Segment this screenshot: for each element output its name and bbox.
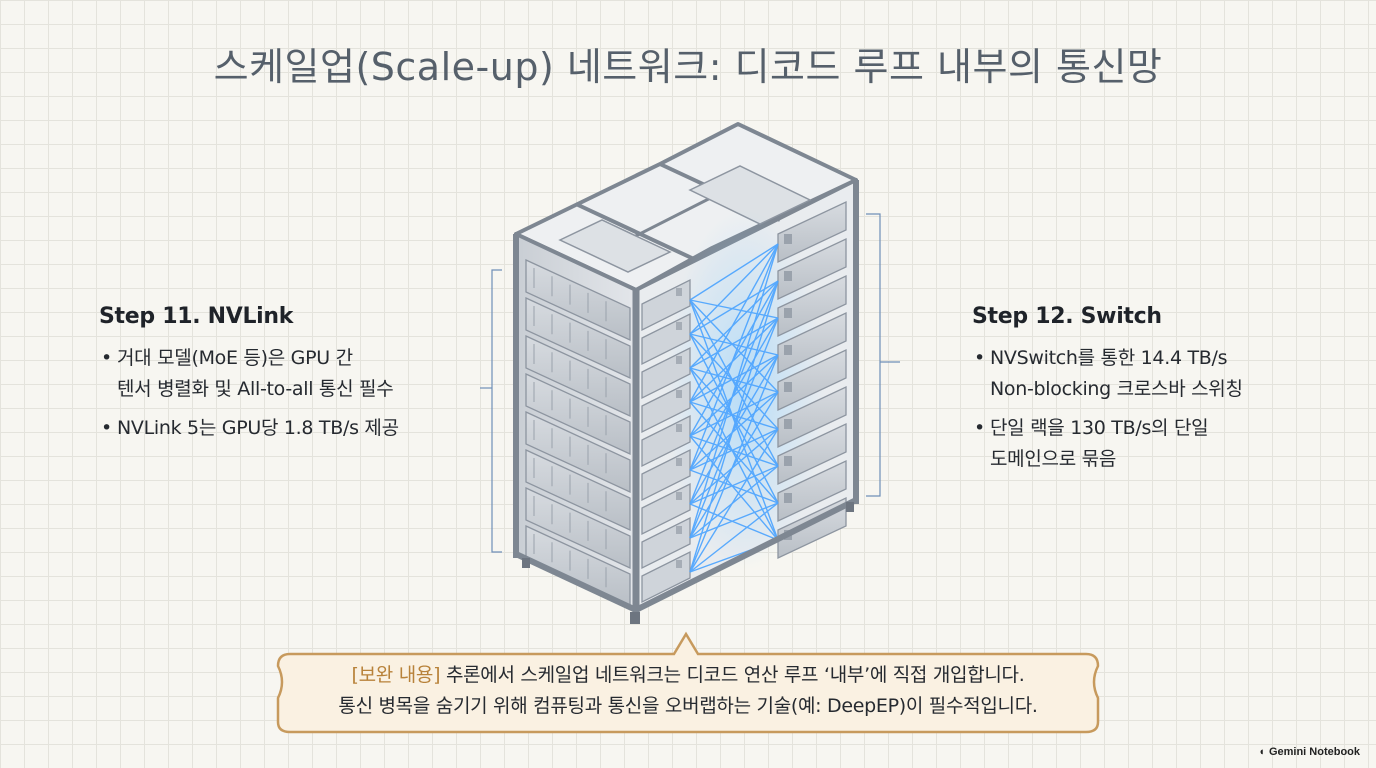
nvlink-connection — [689, 367, 779, 393]
list-item: • NVLink 5는 GPU당 1.8 TB/s 제공 — [99, 413, 459, 444]
note-line-1: 추론에서 스케일업 네트워크는 디코드 연산 루프 ‘내부’에 직접 개입합니다… — [440, 664, 1025, 686]
nvlink-connection — [689, 391, 779, 471]
nvswitch-tray — [777, 348, 847, 412]
compute-blade — [641, 550, 691, 604]
nvlink-connection — [689, 428, 779, 471]
brand-watermark: ◖ Gemini Notebook — [1258, 746, 1360, 758]
nvlink-connection — [689, 435, 779, 467]
nvlink-connection — [689, 354, 779, 573]
bullet-icon: • — [974, 417, 985, 439]
left-server-blade — [525, 334, 631, 418]
nvlink-connection — [689, 465, 779, 505]
nvlink-connection — [689, 280, 779, 573]
nvswitch-tray — [777, 422, 847, 486]
list-item-line: 도메인으로 묶음 — [990, 448, 1117, 470]
step-nvlink-list: • 거대 모델(MoE 등)은 GPU 간 텐서 병렬화 및 All-to-al… — [99, 343, 459, 444]
nvswitch-tray — [777, 311, 847, 375]
nvlink-connection — [689, 391, 779, 437]
server-rack-illustration — [480, 122, 900, 624]
list-item-line: 단일 랙을 130 TB/s의 단일 — [990, 417, 1209, 439]
nvlink-connection — [689, 435, 779, 541]
supplement-note: [보완 내용] 추론에서 스케일업 네트워크는 디코드 연산 루프 ‘내부’에 … — [276, 631, 1100, 734]
note-frame — [276, 631, 1100, 734]
bullet-icon: • — [101, 417, 112, 439]
nvlink-connection — [689, 333, 779, 430]
nvlink-connection — [689, 502, 779, 539]
left-server-blade — [525, 486, 631, 570]
page-title: 스케일업(Scale-up) 네트워크: 디코드 루프 내부의 통신망 — [213, 45, 1163, 89]
list-item: • 단일 랙을 130 TB/s의 단일 도메인으로 묶음 — [972, 413, 1332, 475]
nvlink-connection — [689, 317, 779, 369]
step-nvlink-heading: Step 11. NVLink — [99, 304, 294, 329]
compute-blade — [641, 482, 691, 536]
nvlink-connection — [689, 428, 779, 573]
nvlink-connection — [689, 354, 779, 403]
nvlink-connection — [689, 280, 779, 369]
nvlink-connection — [689, 243, 779, 539]
left-server-blade — [525, 372, 631, 456]
compute-blade — [641, 516, 691, 570]
step-switch-heading: Step 12. Switch — [972, 304, 1162, 329]
nvlink-connection — [689, 333, 779, 356]
nvlink-connection — [689, 367, 779, 467]
nvlink-connection — [689, 503, 779, 541]
nvswitch-tray — [777, 274, 847, 338]
nvlink-connection — [689, 299, 779, 467]
nvlink-connection — [689, 502, 779, 573]
nvswitch-tray — [777, 385, 847, 449]
list-item-line: 거대 모델(MoE 등)은 GPU 간 — [117, 347, 353, 369]
brand-label: Gemini Notebook — [1268, 746, 1360, 758]
nvlink-connection — [689, 243, 779, 301]
nvlink-connection — [689, 299, 779, 319]
note-text: [보완 내용] 추론에서 스케일업 네트워크는 디코드 연산 루프 ‘내부’에 … — [276, 660, 1100, 722]
nvlink-connection — [689, 299, 779, 393]
left-server-blade — [525, 448, 631, 532]
nvlink-connection — [689, 465, 779, 539]
compute-blade — [641, 312, 691, 366]
list-item: • NVSwitch를 통한 14.4 TB/s Non-blocking 크로… — [972, 343, 1332, 405]
compute-blade — [641, 448, 691, 502]
nvlink-connection — [689, 317, 779, 403]
nvlink-connection — [689, 367, 779, 541]
note-tag: [보완 내용] — [351, 664, 441, 686]
list-item-line: 텐서 병렬화 및 All-to-all 통신 필수 — [117, 378, 394, 400]
compute-blade — [641, 380, 691, 434]
nvlink-connection — [689, 401, 779, 504]
nvlink-connection — [689, 333, 779, 504]
nvlink-connection — [689, 401, 779, 430]
nvlink-connection — [689, 469, 779, 504]
brand-logo-icon: ◖ — [1258, 746, 1265, 758]
list-item: • 거대 모델(MoE 등)은 GPU 간 텐서 병렬화 및 All-to-al… — [99, 343, 459, 405]
list-item-line: NVSwitch를 통한 14.4 TB/s — [990, 347, 1228, 369]
compute-blade — [641, 414, 691, 468]
nvlink-connection — [689, 243, 779, 403]
left-server-blade — [525, 296, 631, 380]
bullet-icon: • — [101, 347, 112, 369]
nvswitch-tray — [777, 200, 847, 264]
list-item-line: Non-blocking 크로스바 스위칭 — [990, 378, 1243, 400]
step-switch-panel: Step 12. Switch • NVSwitch를 통한 14.4 TB/s… — [972, 304, 1332, 483]
nvlink-connection — [689, 243, 779, 335]
left-server-blade — [525, 410, 631, 494]
note-line-2: 통신 병목을 숨기기 위해 컴퓨팅과 통신을 오버랩하는 기술(예: DeepE… — [338, 695, 1038, 717]
nvlink-connection — [689, 354, 779, 437]
step-nvlink-panel: Step 11. NVLink • 거대 모델(MoE 등)은 GPU 간 텐서… — [99, 304, 459, 452]
step-switch-list: • NVSwitch를 통한 14.4 TB/s Non-blocking 크로… — [972, 343, 1332, 475]
compute-blade — [641, 346, 691, 400]
bullet-icon: • — [974, 347, 985, 369]
nvswitch-tray — [777, 459, 847, 523]
compute-blade — [641, 278, 691, 332]
nvlink-connection — [689, 243, 779, 471]
list-item-line: NVLink 5는 GPU당 1.8 TB/s 제공 — [117, 417, 399, 439]
nvswitch-tray — [777, 237, 847, 301]
left-server-blade — [525, 258, 631, 342]
nvlink-connection — [689, 280, 779, 335]
nvlink-connection — [689, 428, 779, 505]
